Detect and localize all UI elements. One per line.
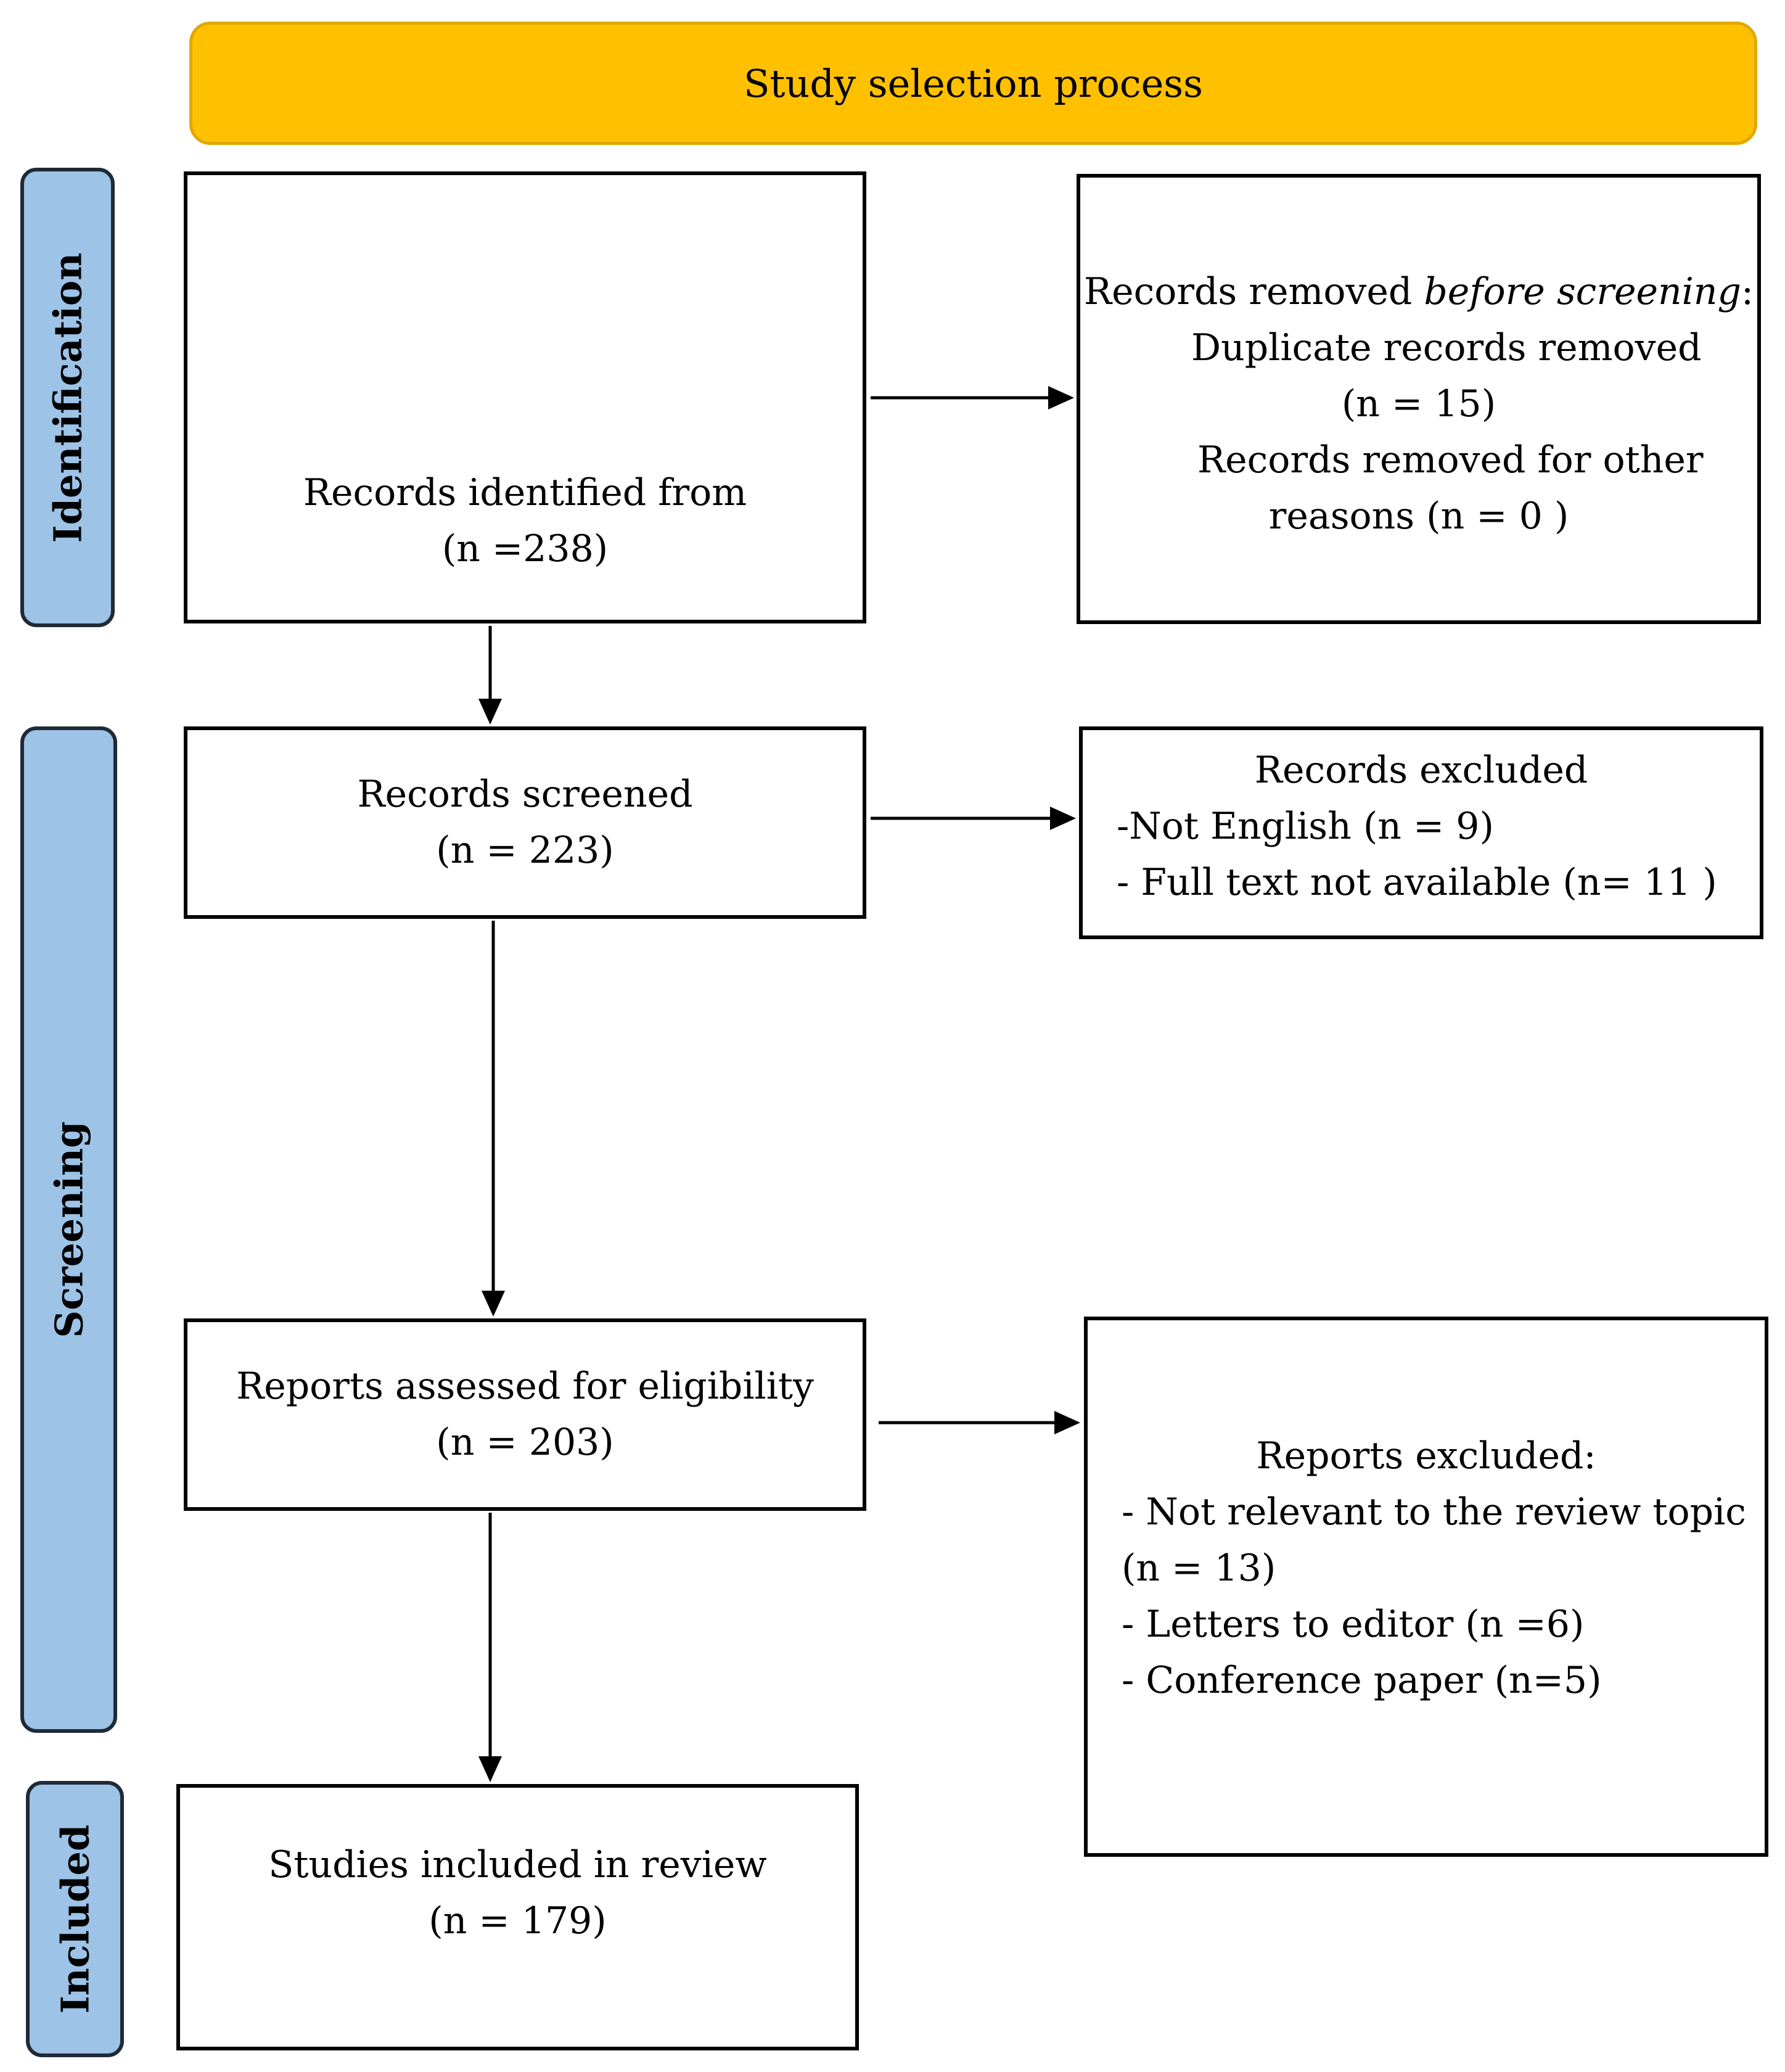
records-screened-label: Records screened [357, 773, 693, 816]
arrow-to-studies-included [478, 1513, 502, 1782]
reports-excluded-item-letters: - Letters to editor (n =6) [1122, 1603, 1585, 1646]
records-screened-count: (n = 223) [436, 829, 614, 872]
records-excluded-item-no-fulltext: - Full text not available (n= 11 ) [1117, 861, 1717, 904]
reports-assessed-count: (n = 203) [436, 1421, 614, 1464]
records-identified-box: Records identified from (n =238) [184, 171, 866, 623]
records-removed-title-prefix: Records removed [1083, 270, 1424, 313]
studies-included-label: Studies included in review [268, 1843, 767, 1886]
records-identified-count: (n =238) [441, 527, 609, 570]
reports-excluded-title: Reports excluded: [1256, 1434, 1596, 1478]
duplicate-records-label: Duplicate records removed [1191, 326, 1702, 369]
reports-excluded-box: Reports excluded: - Not relevant to the … [1084, 1317, 1768, 1857]
other-removed-label: Records removed for other [1197, 438, 1704, 482]
reports-excluded-item-not-relevant-count: (n = 13) [1122, 1547, 1276, 1590]
records-excluded-item-not-english: -Not English (n = 9) [1117, 805, 1494, 848]
studies-included-box: Studies included in review (n = 179) [176, 1784, 859, 2050]
studies-included-count: (n = 179) [429, 1899, 607, 1942]
arrow-to-reports-excluded [879, 1411, 1080, 1434]
phase-included: Included [26, 1781, 124, 2057]
phase-identification: Identification [20, 168, 115, 627]
records-removed-title-suffix: : [1741, 270, 1754, 313]
diagram-title-text: Study selection process [744, 60, 1203, 106]
records-removed-box: Records removed before screening: Duplic… [1077, 174, 1761, 624]
arrow-to-records-removed [871, 386, 1074, 409]
records-removed-title: Records removed before screening: [1080, 264, 1757, 320]
arrow-to-records-excluded [871, 807, 1076, 830]
reports-excluded-item-conference: - Conference paper (n=5) [1122, 1659, 1602, 1702]
records-identified-label: Records identified from [303, 471, 747, 514]
other-removed-count: reasons (n = 0 ) [1268, 495, 1569, 538]
duplicate-records-count: (n = 15) [1341, 382, 1496, 426]
reports-assessed-label: Reports assessed for eligibility [236, 1365, 814, 1408]
arrow-to-records-screened [478, 626, 502, 725]
diagram-title: Study selection process [189, 22, 1757, 145]
reports-excluded-item-not-relevant: - Not relevant to the review topic [1122, 1490, 1746, 1534]
reports-assessed-box: Reports assessed for eligibility (n = 20… [184, 1318, 866, 1511]
records-removed-title-italic: before screening [1424, 270, 1741, 313]
phase-screening: Screening [20, 726, 117, 1733]
arrow-to-reports-assessed [482, 921, 505, 1317]
records-screened-box: Records screened (n = 223) [184, 726, 866, 919]
records-excluded-box: Records excluded -Not English (n = 9) - … [1079, 726, 1763, 939]
records-excluded-title: Records excluded [1254, 749, 1588, 792]
